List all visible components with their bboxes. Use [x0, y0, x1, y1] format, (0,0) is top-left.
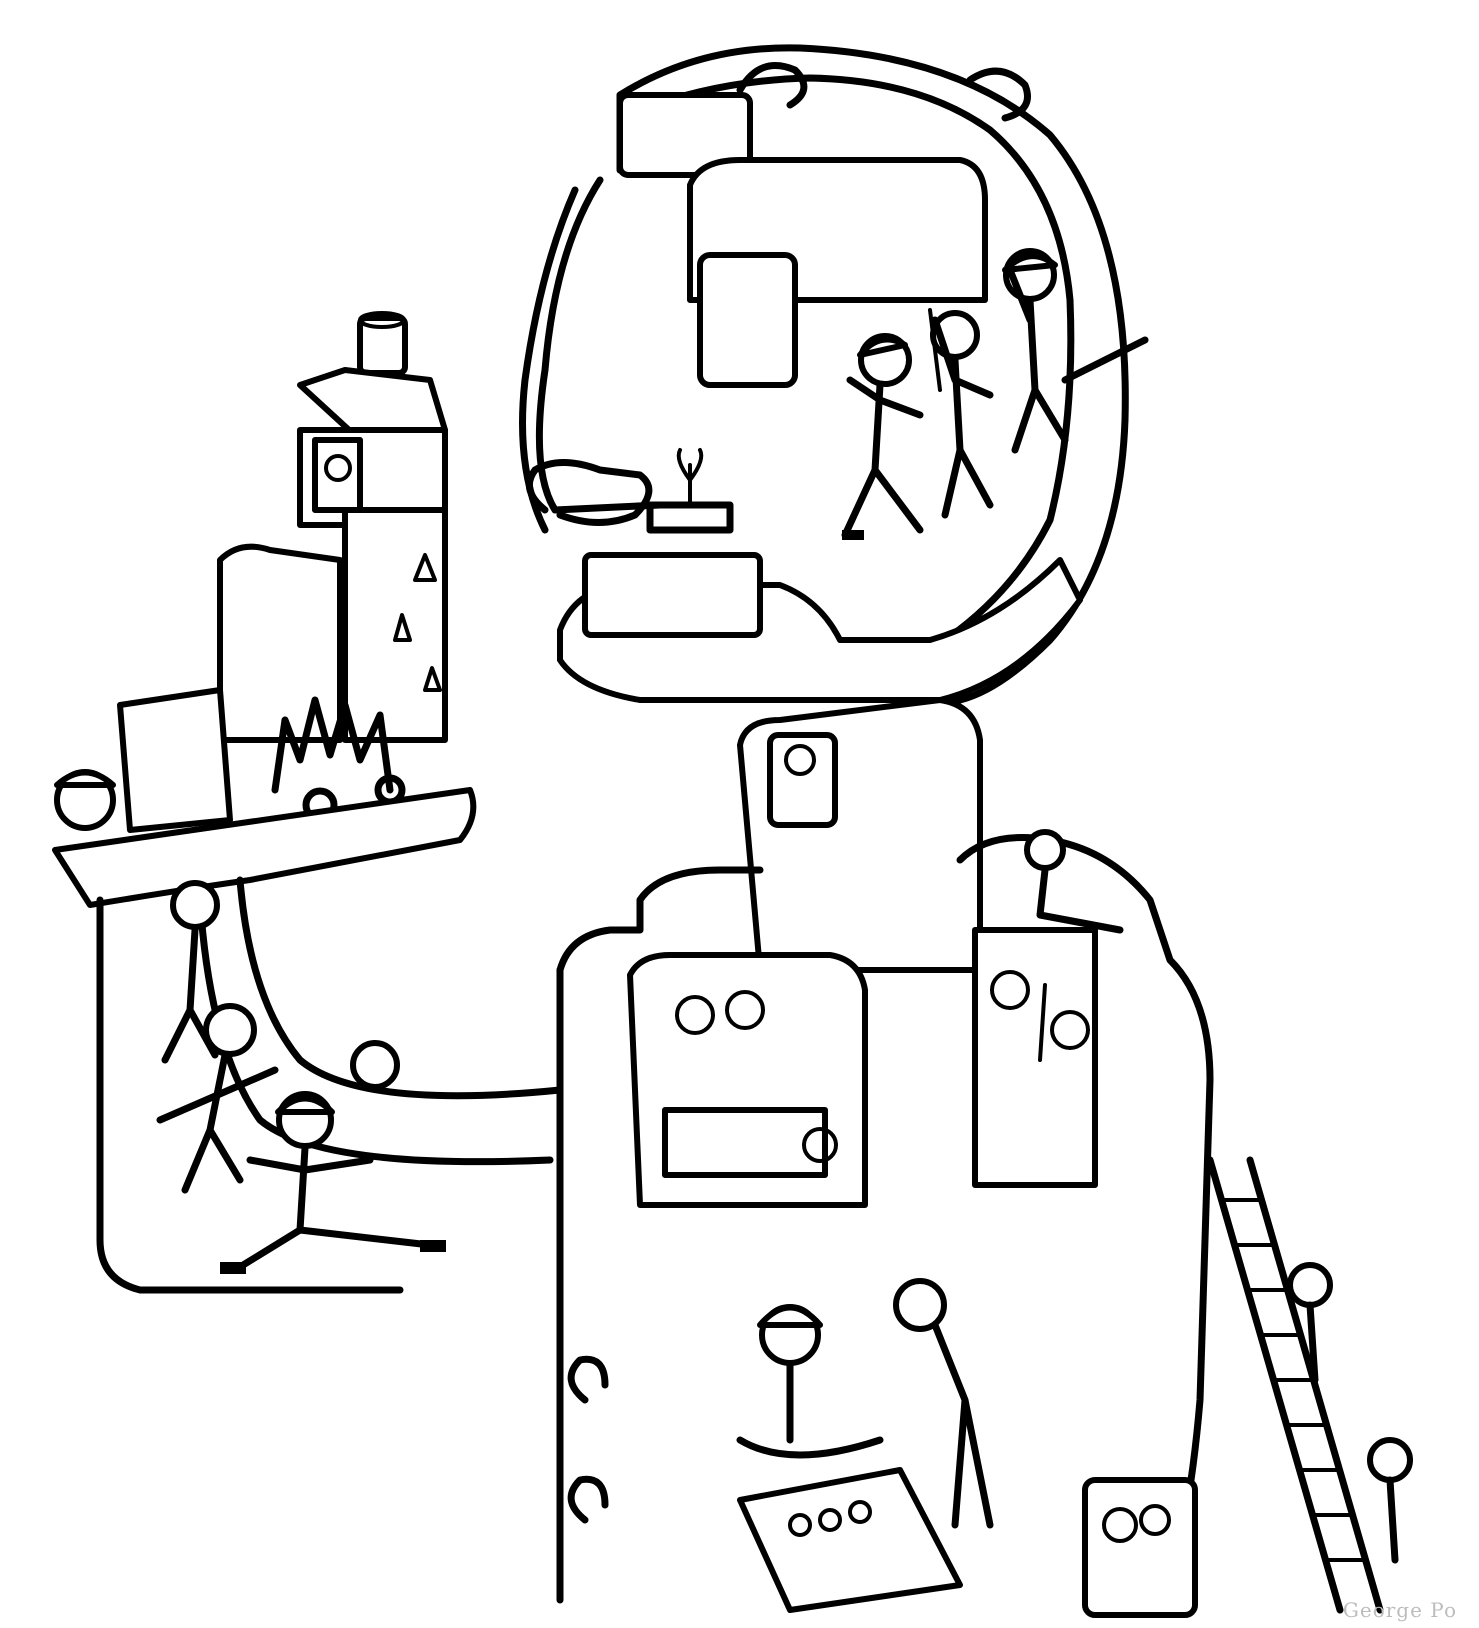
artist-signature: George Po: [1342, 1598, 1457, 1622]
soldiers-group-head: [841, 248, 1149, 540]
soldiers-group-arm: [156, 880, 446, 1274]
arm-structure: [52, 311, 564, 1294]
torso-structure: [556, 697, 1413, 1618]
head-structure: [519, 44, 1129, 704]
